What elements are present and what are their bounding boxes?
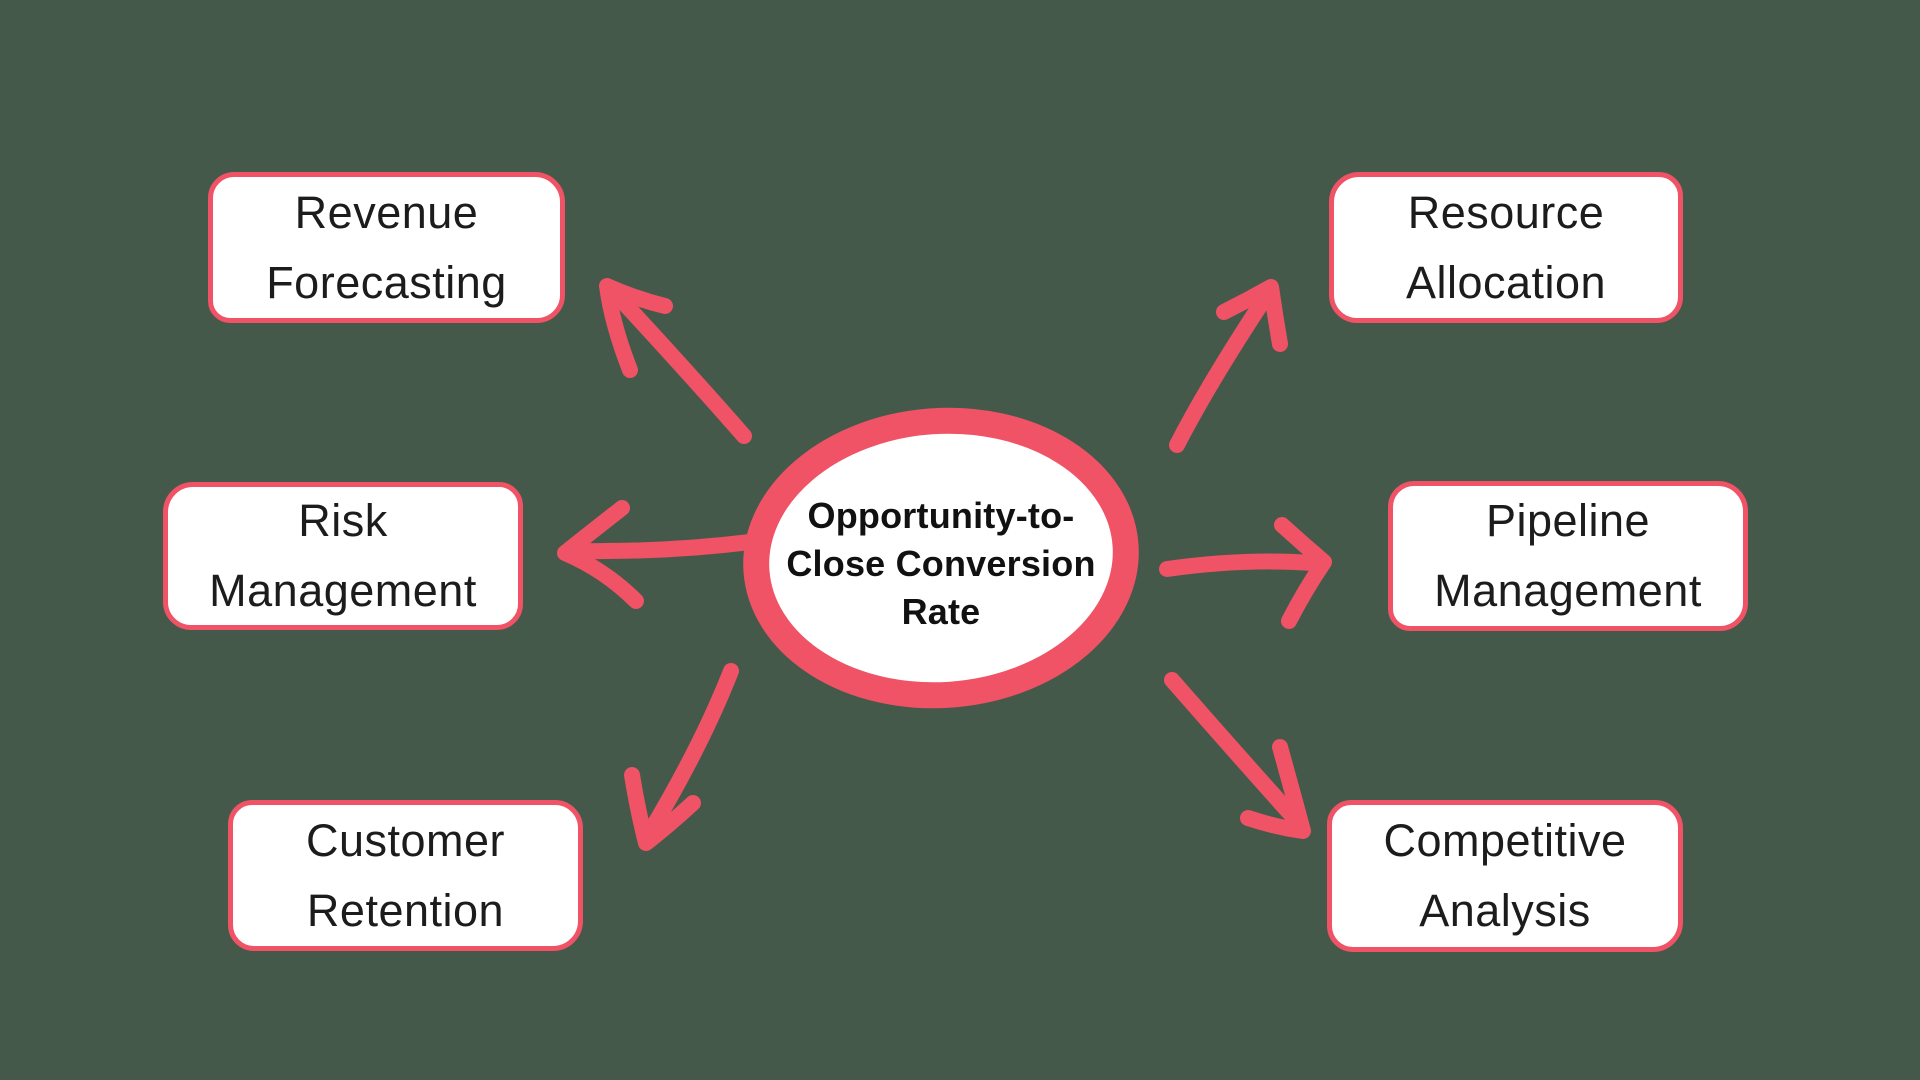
node-label-line: Analysis — [1419, 885, 1591, 936]
node-revenue-forecasting: Revenue Forecasting — [208, 172, 565, 323]
arrow-to-resource-allocation — [1169, 279, 1288, 453]
arrow-to-competitive-analysis — [1164, 672, 1311, 839]
node-competitive-analysis: Competitive Analysis — [1327, 800, 1683, 952]
center-topic: Opportunity-to- Close Conversion Rate — [741, 492, 1141, 636]
node-label-line: Management — [209, 565, 477, 616]
node-label-line: Forecasting — [266, 256, 507, 308]
arrow-to-risk-management — [557, 500, 758, 609]
center-topic-line: Rate — [901, 591, 981, 632]
arrow-to-pipeline-management — [1159, 517, 1332, 629]
arrow-to-customer-retention — [624, 663, 739, 851]
center-topic-line: Close Conversion — [786, 543, 1096, 584]
node-label-line: Management — [1434, 565, 1702, 616]
center-topic-line: Opportunity-to- — [807, 495, 1075, 536]
node-label-line: Risk — [298, 495, 388, 546]
node-label-line: Resource — [1407, 186, 1605, 238]
center-ellipse — [743, 407, 1139, 709]
node-label-line: Customer — [305, 814, 506, 866]
node-risk-management: Risk Management — [163, 482, 523, 630]
node-label-line: Revenue — [294, 186, 479, 238]
node-label-line: Allocation — [1405, 256, 1607, 308]
node-label-line: Competitive — [1383, 815, 1627, 866]
node-pipeline-management: Pipeline Management — [1388, 481, 1748, 631]
node-customer-retention: Customer Retention — [228, 800, 583, 951]
node-label-line: Pipeline — [1485, 495, 1651, 546]
node-label-line: Retention — [306, 884, 505, 936]
arrow-to-revenue-forecasting — [599, 278, 752, 444]
node-resource-allocation: Resource Allocation — [1329, 172, 1683, 323]
